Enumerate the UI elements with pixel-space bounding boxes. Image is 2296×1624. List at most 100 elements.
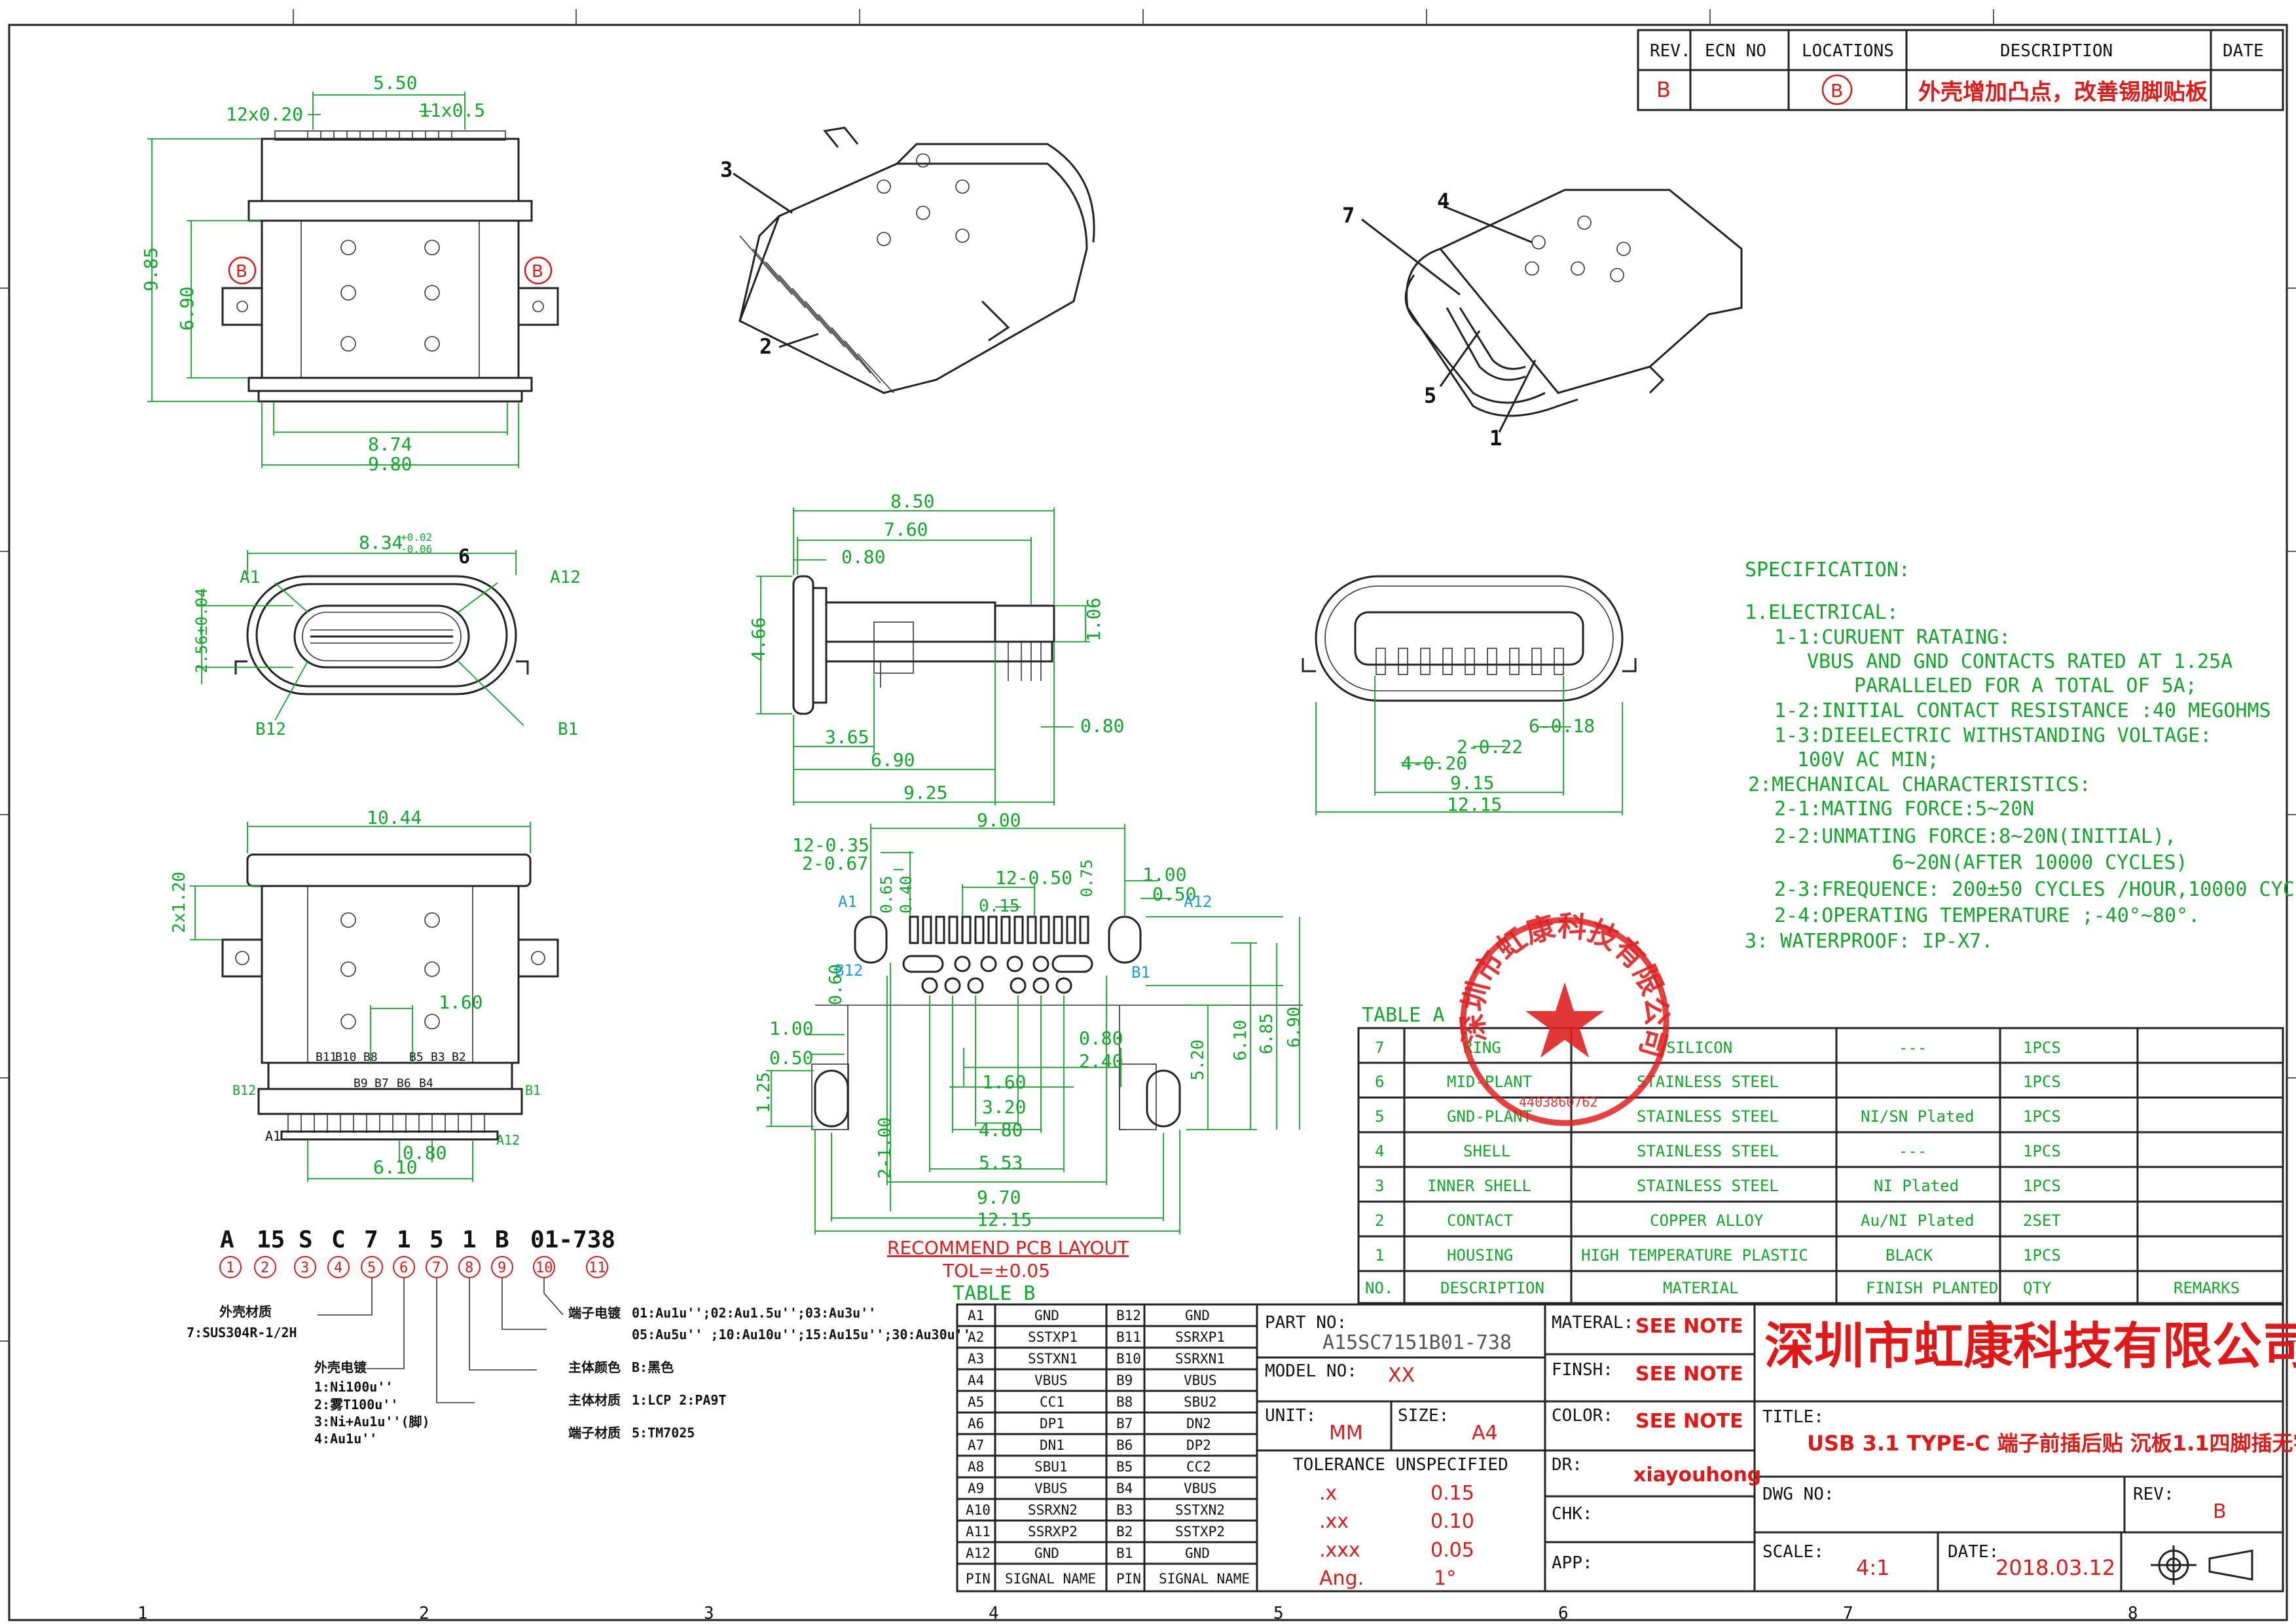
- svg-text:DESCRIPTION: DESCRIPTION: [1440, 1279, 1544, 1297]
- svg-text:SIGNAL NAME: SIGNAL NAME: [1005, 1571, 1096, 1587]
- svg-text:NI Plated: NI Plated: [1874, 1177, 1959, 1195]
- svg-text:MATERAL:: MATERAL:: [1552, 1313, 1633, 1333]
- svg-text:1: 1: [1375, 1246, 1384, 1264]
- description-value: 外壳增加凸点，改善锡脚贴板: [1918, 79, 2208, 105]
- svg-text:.xx: .xx: [1319, 1510, 1349, 1533]
- svg-text:7:SUS304R-1/2H: 7:SUS304R-1/2H: [187, 1325, 297, 1340]
- svg-text:2.40: 2.40: [1079, 1050, 1123, 1072]
- svg-text:6.85: 6.85: [1257, 1013, 1277, 1054]
- svg-text:PART NO:: PART NO:: [1265, 1313, 1347, 1333]
- svg-text:PIN: PIN: [1116, 1571, 1141, 1587]
- svg-text:PARALLELED FOR A TOTAL OF 5A;: PARALLELED FOR A TOTAL OF 5A;: [1854, 674, 2197, 697]
- sheet-border: [8, 24, 2288, 1621]
- location-value: B: [1831, 80, 1843, 101]
- svg-text:1PCS: 1PCS: [2023, 1177, 2061, 1195]
- svg-text:XX: XX: [1388, 1364, 1415, 1387]
- svg-text:5: 5: [1375, 1107, 1384, 1126]
- svg-text:3: WATERPROOF: IP-X7.: 3: WATERPROOF: IP-X7.: [1745, 930, 1993, 953]
- svg-text:1°: 1°: [1434, 1567, 1456, 1590]
- rev-header: REV.: [1650, 41, 1691, 61]
- svg-text:TABLE A: TABLE A: [1362, 1004, 1444, 1027]
- svg-text:B4: B4: [1116, 1481, 1133, 1496]
- svg-text:A4: A4: [1472, 1422, 1498, 1445]
- svg-text:B1: B1: [1116, 1545, 1133, 1561]
- rev-value: B: [1656, 77, 1671, 102]
- svg-text:A1: A1: [838, 893, 857, 911]
- svg-text:外壳电镀: 外壳电镀: [314, 1359, 367, 1375]
- svg-text:B2: B2: [1116, 1524, 1133, 1540]
- svg-text:B6: B6: [1116, 1437, 1133, 1453]
- svg-text:1.60: 1.60: [439, 991, 483, 1013]
- svg-text:SSRXN1: SSRXN1: [1175, 1351, 1225, 1367]
- svg-text:---: ---: [1899, 1142, 1927, 1160]
- svg-text:0.40: 0.40: [897, 876, 915, 913]
- svg-text:6.90: 6.90: [871, 749, 915, 771]
- svg-text:4403860762: 4403860762: [1519, 1094, 1597, 1110]
- svg-text:SILICON: SILICON: [1666, 1039, 1732, 1057]
- svg-text:8: 8: [465, 1260, 473, 1276]
- svg-text:4: 4: [1437, 189, 1449, 213]
- revision-block: REV. ECN NO LOCATIONS DESCRIPTION DATE B…: [1637, 29, 2284, 111]
- svg-text:0.15: 0.15: [979, 896, 1020, 916]
- svg-text:7: 7: [432, 1260, 441, 1276]
- svg-text:NI/SN Plated: NI/SN Plated: [1861, 1107, 1974, 1126]
- svg-text:10.44: 10.44: [367, 807, 422, 828]
- svg-text:VBUS: VBUS: [1184, 1373, 1217, 1388]
- svg-text:1: 1: [1489, 426, 1502, 451]
- svg-text:SHELL: SHELL: [1463, 1142, 1510, 1160]
- svg-text:SBU1: SBU1: [1034, 1459, 1068, 1475]
- svg-text:B1: B1: [558, 720, 578, 739]
- svg-text:6~20N(AFTER 10000 CYCLES): 6~20N(AFTER 10000 CYCLES): [1892, 851, 2188, 874]
- svg-text:2.56±0.04: 2.56±0.04: [192, 588, 211, 673]
- svg-text:TOL=±0.05: TOL=±0.05: [942, 1260, 1050, 1282]
- svg-text:12x0.20: 12x0.20: [226, 103, 303, 125]
- svg-text:DR:: DR:: [1552, 1455, 1582, 1475]
- svg-text:1PCS: 1PCS: [2023, 1107, 2061, 1126]
- svg-text:GND: GND: [1185, 1308, 1210, 1323]
- iso-view-right: 7 4 5 1: [1342, 189, 1743, 451]
- svg-text:STAINLESS STEEL: STAINLESS STEEL: [1637, 1107, 1779, 1126]
- border-ticks: [0, 9, 2296, 1342]
- svg-text:2-2:UNMATING FORCE:8~20N(INITI: 2-2:UNMATING FORCE:8~20N(INITIAL),: [1774, 825, 2176, 848]
- svg-text:1.25: 1.25: [754, 1072, 774, 1113]
- svg-text:B:黑色: B:黑色: [632, 1359, 674, 1375]
- svg-text:0.80: 0.80: [841, 546, 885, 568]
- svg-text:GND: GND: [1034, 1545, 1059, 1561]
- svg-text:1: 1: [226, 1260, 234, 1276]
- svg-text:A12: A12: [550, 568, 581, 587]
- svg-text:主体材质: 主体材质: [568, 1392, 621, 1408]
- svg-text:DWG NO:: DWG NO:: [1762, 1485, 1834, 1504]
- svg-text:5: 5: [367, 1260, 376, 1276]
- svg-text:VBUS: VBUS: [1184, 1481, 1217, 1496]
- svg-text:4.80: 4.80: [979, 1119, 1023, 1141]
- svg-text:1: 1: [137, 1604, 148, 1623]
- svg-text:Au/NI Plated: Au/NI Plated: [1861, 1211, 1974, 1230]
- svg-text:3: 3: [704, 1604, 714, 1623]
- svg-text:8.74: 8.74: [368, 434, 412, 455]
- svg-text:6.10: 6.10: [1231, 1020, 1250, 1061]
- svg-text:8: 8: [2128, 1604, 2138, 1623]
- svg-text:REMARKS: REMARKS: [2174, 1279, 2240, 1297]
- svg-text:B11: B11: [1116, 1329, 1141, 1345]
- svg-text:---: ---: [1899, 1039, 1927, 1057]
- svg-text:APP:: APP:: [1552, 1553, 1593, 1573]
- svg-text:1PCS: 1PCS: [2023, 1246, 2061, 1264]
- svg-text:8.50: 8.50: [890, 490, 934, 512]
- svg-text:B6: B6: [397, 1077, 411, 1090]
- svg-text:GND: GND: [1185, 1545, 1210, 1561]
- svg-text:端子材质: 端子材质: [568, 1425, 621, 1441]
- svg-text:A12: A12: [496, 1132, 520, 1148]
- svg-text:SEE NOTE: SEE NOTE: [1635, 1410, 1743, 1433]
- svg-text:SSTXP1: SSTXP1: [1028, 1329, 1078, 1345]
- svg-text:A6: A6: [968, 1416, 984, 1431]
- company-stamp: 深圳市虹康科技有限公司 4403860762: [1456, 910, 1673, 1126]
- svg-text:A2: A2: [968, 1329, 984, 1345]
- svg-text:Ang.: Ang.: [1319, 1567, 1364, 1590]
- svg-text:0.80: 0.80: [403, 1142, 446, 1164]
- svg-text:SIZE:: SIZE:: [1398, 1406, 1449, 1426]
- svg-text:2SET: 2SET: [2023, 1211, 2061, 1230]
- svg-text:MATERIAL: MATERIAL: [1663, 1279, 1739, 1297]
- svg-text:1.06: 1.06: [1083, 598, 1104, 642]
